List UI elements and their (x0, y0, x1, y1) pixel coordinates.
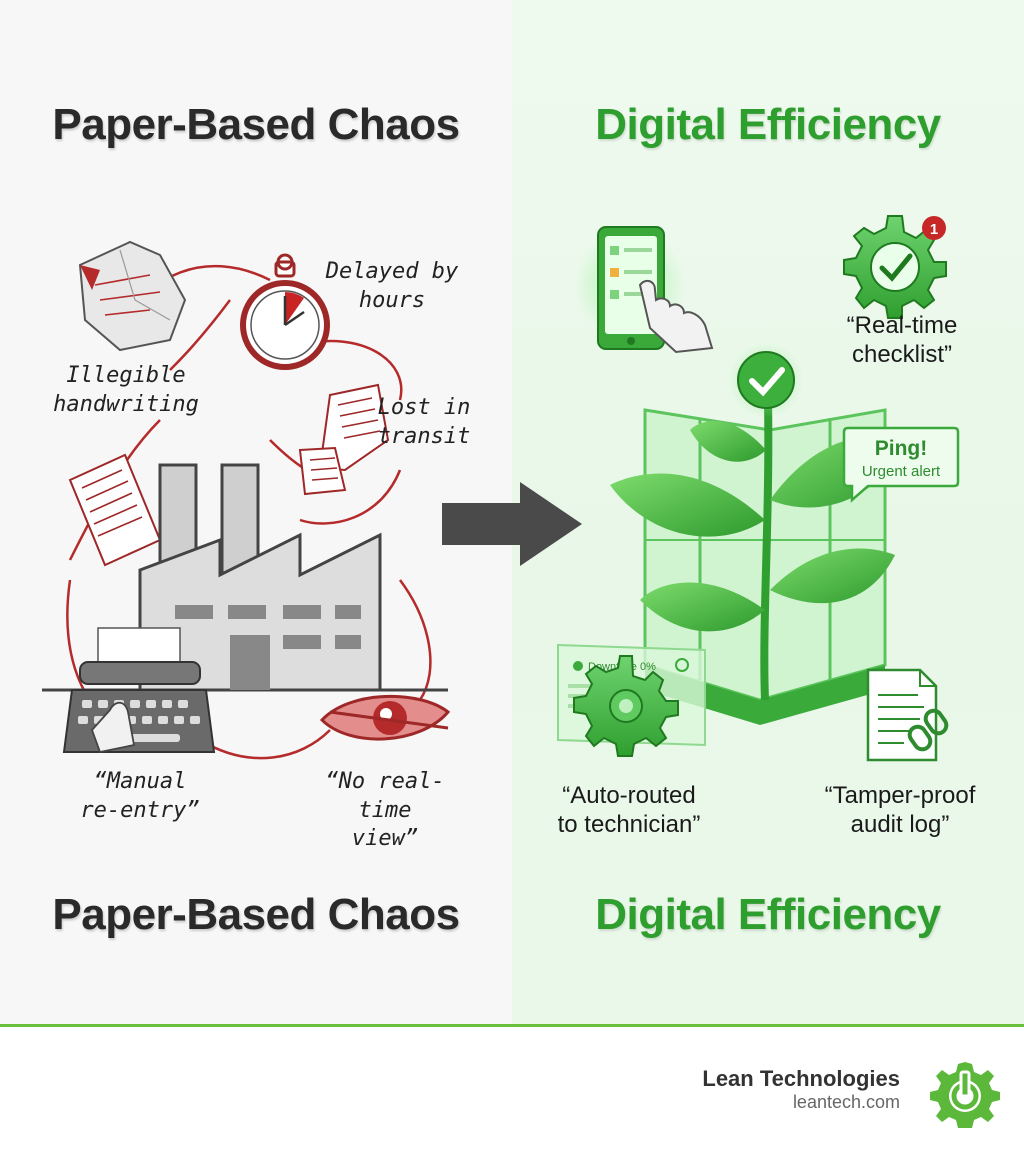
lean-technologies-logo-icon (930, 1062, 1000, 1128)
label-illegible-handwriting: Illegible handwriting (53, 363, 199, 417)
label-delayed-by-hours: Delayed by hours (325, 259, 459, 313)
ping-subtitle: Urgent alert (862, 463, 941, 480)
torn-document-icon (298, 383, 390, 496)
label-tamper-proof-audit-log: “Tamper-proof audit log” (824, 782, 976, 838)
document-icon (68, 453, 162, 567)
label-lost-in-transit: Lost in transit (377, 395, 471, 449)
ping-title: Ping! (875, 437, 928, 460)
crumpled-paper-icon (78, 240, 187, 352)
routing-gear-icon (573, 655, 679, 757)
chain-link-icon (907, 708, 949, 752)
stopwatch-icon (240, 253, 330, 370)
footer (0, 1027, 1024, 1154)
label-auto-routed: “Auto-routed to technician” (557, 782, 701, 838)
ping-alert-bubble (842, 426, 960, 503)
smartphone-icon (575, 226, 714, 354)
footer-divider (0, 1024, 1024, 1027)
brand-name: Lean Technologies (702, 1066, 900, 1091)
typewriter-icon (62, 627, 216, 754)
notification-badge: 1 (930, 221, 938, 238)
comparison-illustration: 1 Ping! Urgent alert Downtime 0% (42, 215, 960, 762)
brand-url: leantech.com (792, 1092, 900, 1112)
approved-check-icon (728, 342, 804, 418)
right-title-bottom: Digital Efficiency (595, 890, 941, 939)
right-title-top: Digital Efficiency (595, 100, 941, 149)
label-real-time-checklist: “Real-time checklist” (846, 312, 958, 368)
transition-arrow (442, 482, 582, 566)
label-manual-re-entry: “Manual re-entry” (80, 769, 200, 823)
left-title-top: Paper-Based Chaos (52, 100, 460, 149)
factory-icon (42, 463, 448, 692)
label-no-real-time-view: “No real-time view” (325, 769, 445, 852)
left-title-bottom: Paper-Based Chaos (52, 890, 460, 939)
audit-document-icon (866, 668, 949, 762)
checklist-gear-icon (843, 215, 947, 319)
blocked-eye-icon (319, 694, 451, 741)
